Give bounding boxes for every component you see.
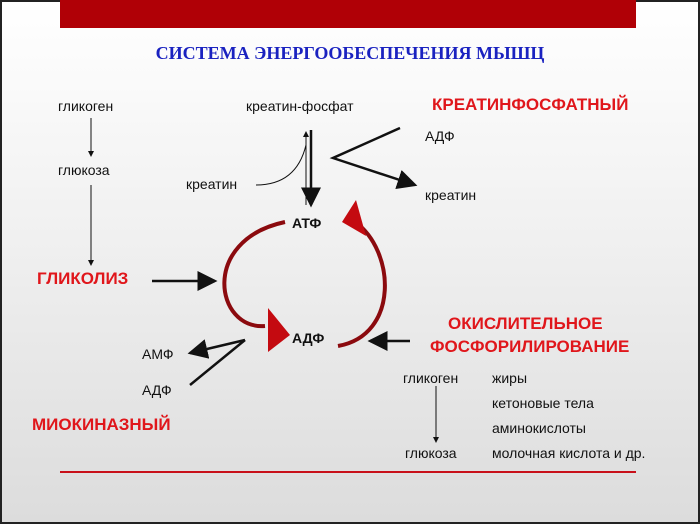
ox-glucose-label: глюкоза [405,445,457,461]
creatine-left-label: креатин [186,176,238,192]
adp-creatine-v-arrow [329,126,418,190]
cycle-left-head [268,308,290,352]
substrate-aminoacids: аминокислоты [492,420,586,436]
arrow-to-amp [187,338,246,359]
amp-label: АМФ [142,346,174,362]
adp-top-label: АДФ [425,128,455,144]
bottom-rule [60,471,636,473]
atp-label: АТФ [292,215,322,231]
glycogen-label: гликоген [58,98,114,114]
glycolysis-label: ГЛИКОЛИЗ [37,269,129,288]
cycle-right-arc [337,220,387,348]
cycle-left-arc [222,220,286,329]
creatine-phosphate-label: креатин-фосфат [246,98,354,114]
header-bar [60,0,636,28]
line-from-adp [189,339,246,386]
adp-bottom-label: АДФ [142,382,172,398]
cycle-right-head [342,200,366,236]
slide-title: СИСТЕМА ЭНЕРГООБЕСПЕЧЕНИЯ МЫШЦ [155,43,545,63]
oxidative-label-1: ОКИСЛИТЕЛЬНОЕ [448,314,603,333]
creatine-curve [255,144,307,186]
creatine-right-label: креатин [425,187,477,203]
substrate-fats: жиры [492,370,528,386]
creatine-phosphate-system-label: КРЕАТИНФОСФАТНЫЙ [432,95,629,114]
substrate-lactate: молочная кислота и др. [492,445,646,461]
oxidative-label-2: ФОСФОРИЛИРОВАНИЕ [430,337,630,356]
ox-glycogen-label: гликоген [403,370,459,386]
adp-center-label: АДФ [292,330,325,346]
myokinase-label: МИОКИНАЗНЫЙ [32,415,171,434]
glucose-label: глюкоза [58,162,110,178]
substrate-ketones: кетоновые тела [492,395,594,411]
